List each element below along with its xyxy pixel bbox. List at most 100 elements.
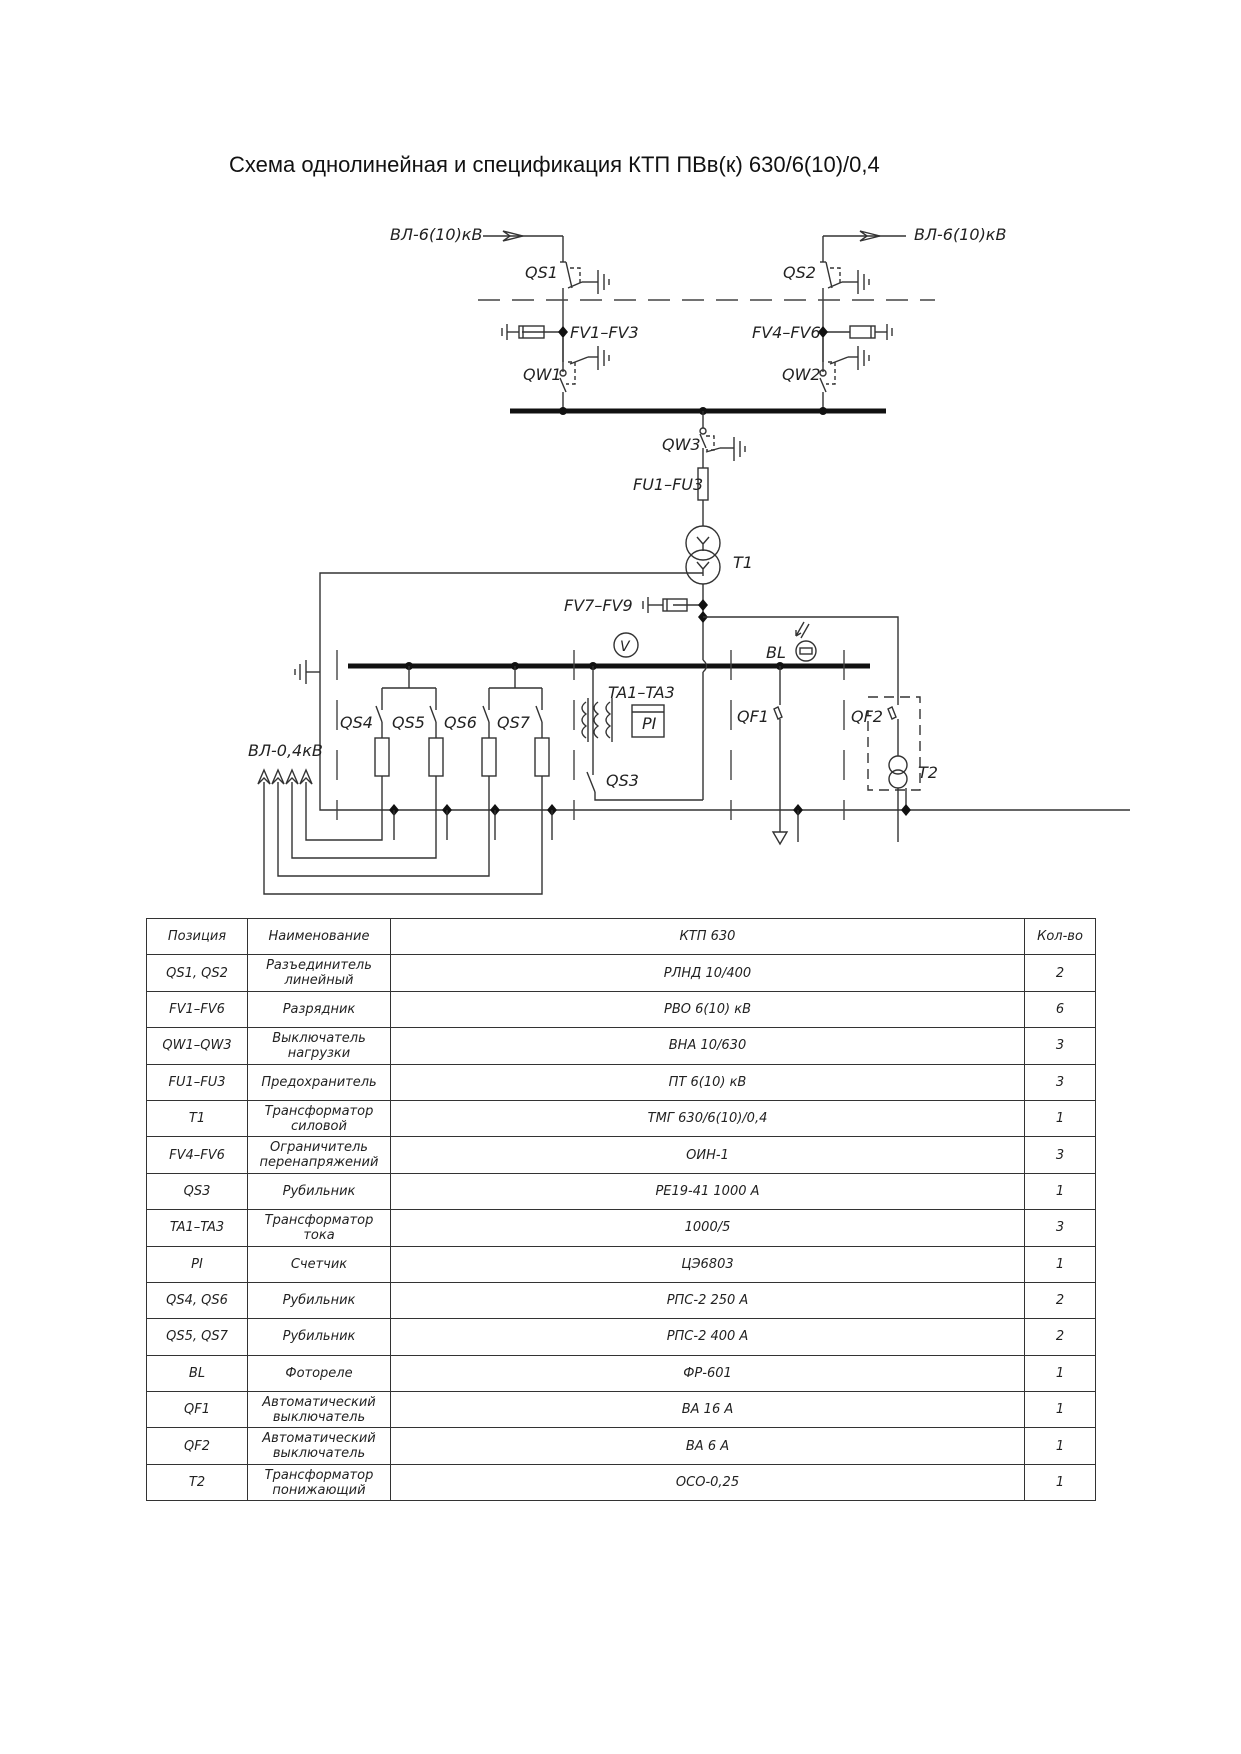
cell-quantity: 1 (1024, 1099, 1096, 1138)
cell-quantity: 1 (1024, 1245, 1096, 1283)
fv7-fv9-arrester-symbol (642, 597, 708, 623)
voltmeter-label: V (620, 639, 631, 655)
cell-type: ЦЭ6803 (390, 1245, 1025, 1283)
hv-outgoing-line (822, 230, 906, 262)
header-name: Наименование (247, 917, 391, 956)
cell-position: QF2 (146, 1427, 248, 1465)
qs1-disconnector-symbol (560, 261, 610, 372)
metering-section (581, 632, 665, 793)
qw2-load-switch-symbol (819, 338, 870, 411)
qw1-load-switch-symbol (559, 338, 610, 411)
qw1-label: QW1 (523, 365, 562, 384)
cell-type: ВНА 10/630 (390, 1027, 1025, 1065)
hv-in-label: ВЛ-6(10)кВ (390, 225, 482, 244)
cell-name: Автоматический выключатель (247, 1427, 391, 1465)
cell-type: ВА 16 А (390, 1391, 1025, 1429)
cell-position: QS4, QS6 (146, 1281, 248, 1320)
cell-name: Рубильник (247, 1172, 391, 1211)
qs2-disconnector-symbol (820, 261, 870, 372)
qs4-label: QS4 (340, 713, 373, 732)
cell-quantity: 3 (1024, 1027, 1096, 1065)
bl-photorelay-symbol (795, 621, 817, 662)
specification-table: Позиция Наименование КТП 630 Кол-во QS1,… (146, 917, 1096, 1502)
feeder-group-1 (374, 662, 444, 777)
fv1-fv3-arrester-symbol (501, 324, 568, 340)
cell-position: QW1–QW3 (146, 1027, 248, 1065)
cell-position: FU1–FU3 (146, 1063, 248, 1101)
cell-quantity: 3 (1024, 1136, 1096, 1174)
cell-position: QS3 (146, 1172, 248, 1211)
qf2-label: QF2 (851, 707, 883, 726)
cell-position: BL (146, 1354, 248, 1393)
cell-position: FV1–FV6 (146, 990, 248, 1029)
cell-quantity: 1 (1024, 1427, 1096, 1465)
earth-symbol-left (294, 660, 320, 684)
ta1-ta3-label: TA1–TA3 (608, 683, 675, 702)
cell-name: Разъединитель линейный (247, 954, 391, 992)
cell-quantity: 3 (1024, 1209, 1096, 1247)
control-supply-line (703, 616, 899, 700)
meter-pi-symbol (631, 704, 665, 738)
cell-name: Выключатель нагрузки (247, 1027, 391, 1065)
cell-name: Ограничитель перенапряжений (247, 1136, 391, 1174)
cell-quantity: 1 (1024, 1391, 1096, 1429)
cell-name: Трансформатор силовой (247, 1099, 391, 1138)
cell-name: Предохранитель (247, 1063, 391, 1101)
fv1-fv3-label: FV1–FV3 (570, 323, 639, 342)
cell-quantity: 1 (1024, 1172, 1096, 1211)
cabinet-section-separators (336, 650, 845, 820)
qs5-label: QS5 (392, 713, 425, 732)
qs1-label: QS1 (525, 263, 558, 282)
page-title: Схема однолинейная и спецификация КТП ПВ… (229, 152, 880, 177)
cell-type: 1000/5 (390, 1209, 1025, 1247)
qf2-breaker-symbol (867, 696, 921, 791)
cell-quantity: 1 (1024, 1354, 1096, 1393)
t1-power-transformer-symbol (685, 525, 721, 660)
fv7-fv9-label: FV7–FV9 (564, 596, 633, 615)
hv-incoming-line (483, 230, 564, 262)
cell-quantity: 3 (1024, 1063, 1096, 1101)
qs2-label: QS2 (783, 263, 816, 282)
current-transformers-symbol (581, 698, 613, 742)
cell-name: Рубильник (247, 1281, 391, 1320)
qf1-label: QF1 (737, 707, 769, 726)
cell-type: ОИН-1 (390, 1136, 1025, 1174)
header-type: КТП 630 (390, 917, 1025, 956)
cell-position: TA1–TA3 (146, 1209, 248, 1247)
feeder-group-2 (481, 662, 550, 777)
cell-name: Трансформатор тока (247, 1209, 391, 1247)
cell-quantity: 6 (1024, 990, 1096, 1029)
cell-position: QF1 (146, 1391, 248, 1429)
cell-name: Разрядник (247, 990, 391, 1029)
cell-position: FV4–FV6 (146, 1136, 248, 1174)
cell-position: T1 (146, 1099, 248, 1138)
table-header-row: Позиция Наименование КТП 630 Кол-во (146, 917, 1096, 956)
fv4-fv6-label: FV4–FV6 (752, 323, 821, 342)
cell-quantity: 2 (1024, 1318, 1096, 1356)
t1-label: T1 (733, 553, 753, 572)
cell-type: ОСО-0,25 (390, 1463, 1025, 1502)
single-line-diagram: ВЛ-6(10)кВ ВЛ-6(10)кВ QS1 QS2 (248, 225, 1130, 895)
qs6-label: QS6 (444, 713, 477, 732)
cell-type: РПС-2 400 А (390, 1318, 1025, 1356)
cell-type: ПТ 6(10) кВ (390, 1063, 1025, 1101)
neutral-taps (389, 804, 557, 840)
cell-type: ВА 6 А (390, 1427, 1025, 1465)
cell-name: Автоматический выключатель (247, 1391, 391, 1429)
neutral-conductor (319, 572, 1130, 811)
cell-quantity: 2 (1024, 1281, 1096, 1320)
cell-type: РЕ19-41 1000 А (390, 1172, 1025, 1211)
cell-quantity: 1 (1024, 1463, 1096, 1502)
fu1-fu3-label: FU1–FU3 (633, 475, 703, 494)
t2-step-down-transformer-symbol (888, 755, 908, 842)
qs7-label: QS7 (497, 713, 531, 732)
